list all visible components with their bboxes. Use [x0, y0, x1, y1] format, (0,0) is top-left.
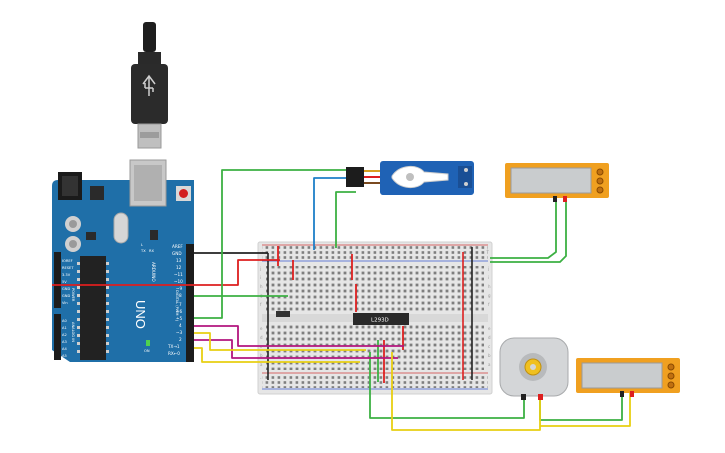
pin-label: 13 — [176, 258, 182, 263]
pin-label: A5 — [62, 354, 67, 358]
row-letter: f — [488, 302, 490, 307]
row-letter: e — [488, 326, 491, 331]
row-letter: i — [488, 275, 489, 280]
pin-label: ~5 — [176, 316, 183, 321]
pin-label: Vin — [62, 301, 68, 305]
mark-tx: TX — [140, 249, 146, 253]
pin-label: IOREF — [62, 259, 73, 263]
pin-label: A4 — [62, 347, 67, 351]
power-pin-labels: IOREF RESET 3.3V 5V GND GND Vin — [62, 259, 74, 305]
row-letter: f — [260, 302, 262, 307]
pin-label: 3.3V — [62, 273, 71, 277]
analog-pin-labels: A0 A1 A2 A3 A4 A5 — [62, 319, 67, 358]
driver-chip: L293D — [353, 313, 409, 325]
pin-label: GND — [62, 287, 70, 291]
row-letter: d — [488, 335, 491, 340]
mark-rx: RX — [149, 249, 154, 253]
pin-label: AREF — [172, 244, 183, 249]
row-letter: i — [260, 275, 261, 280]
pin-label: 7 — [179, 302, 182, 307]
row-letter: g — [488, 293, 491, 298]
pin-label: GND — [172, 251, 182, 256]
dc-motor-icon — [499, 337, 569, 400]
pin-label: 12 — [176, 265, 182, 270]
pin-label: ~9 — [176, 286, 183, 291]
rail-plus: + — [486, 248, 489, 253]
pin-label: ~11 — [174, 272, 183, 277]
row-letter: j — [259, 266, 261, 271]
lcd-display-icon — [576, 358, 680, 397]
row-letter: b — [488, 353, 491, 358]
driver-chip-label: L293D — [371, 318, 389, 324]
pin-label: 5V — [62, 280, 67, 284]
pin-label: 4 — [179, 323, 182, 328]
pin-label: A2 — [62, 333, 67, 337]
row-letter: e — [260, 326, 263, 331]
digital-label: DIGITAL (PWM ~) — [175, 290, 179, 322]
arduino-uno-board: ARDUINO UNO L TX RX ON DIGITAL (PWM ~) P… — [52, 159, 194, 362]
row-letter: j — [487, 266, 489, 271]
digital-pin-labels: AREF GND 13 12 ~11 ~10 ~9 8 7 ~6 ~5 4 ~3… — [167, 244, 183, 356]
model-text: UNO — [133, 300, 148, 329]
row-letter: d — [260, 335, 263, 340]
pin-label: A1 — [62, 326, 67, 330]
pin-label: TX→1 — [167, 344, 180, 349]
usb-cable-icon — [131, 22, 168, 149]
pin-label: ~3 — [176, 330, 183, 335]
row-letter: c — [488, 344, 490, 349]
row-letter: h — [488, 284, 491, 289]
mark-l: L — [141, 243, 143, 247]
mark-on: ON — [144, 349, 150, 353]
pin-label: ~10 — [174, 279, 183, 284]
row-letter: a — [260, 362, 263, 367]
pin-label: ~6 — [176, 309, 183, 314]
power-label: POWER — [71, 288, 75, 302]
lcd-display-icon — [505, 163, 609, 202]
pin-label: RX←0 — [168, 351, 180, 356]
servo-motor-icon — [346, 161, 474, 195]
pin-label: 2 — [179, 337, 182, 342]
breadboard: j i h g f e d c b a j i h g f e d c b a … — [257, 241, 493, 395]
pin-label: A3 — [62, 340, 67, 344]
analog-label: ANALOG IN — [71, 322, 75, 342]
pin-label: RESET — [62, 266, 74, 270]
row-letter: a — [488, 362, 491, 367]
pin-label: GND — [62, 294, 70, 298]
row-letter: h — [260, 284, 263, 289]
pin-label: A0 — [62, 319, 67, 323]
row-letter: b — [260, 353, 263, 358]
wires — [52, 169, 631, 431]
pin-label: 8 — [179, 293, 182, 298]
brand-text: ARDUINO — [151, 262, 156, 282]
rail-minus: - — [260, 376, 262, 381]
